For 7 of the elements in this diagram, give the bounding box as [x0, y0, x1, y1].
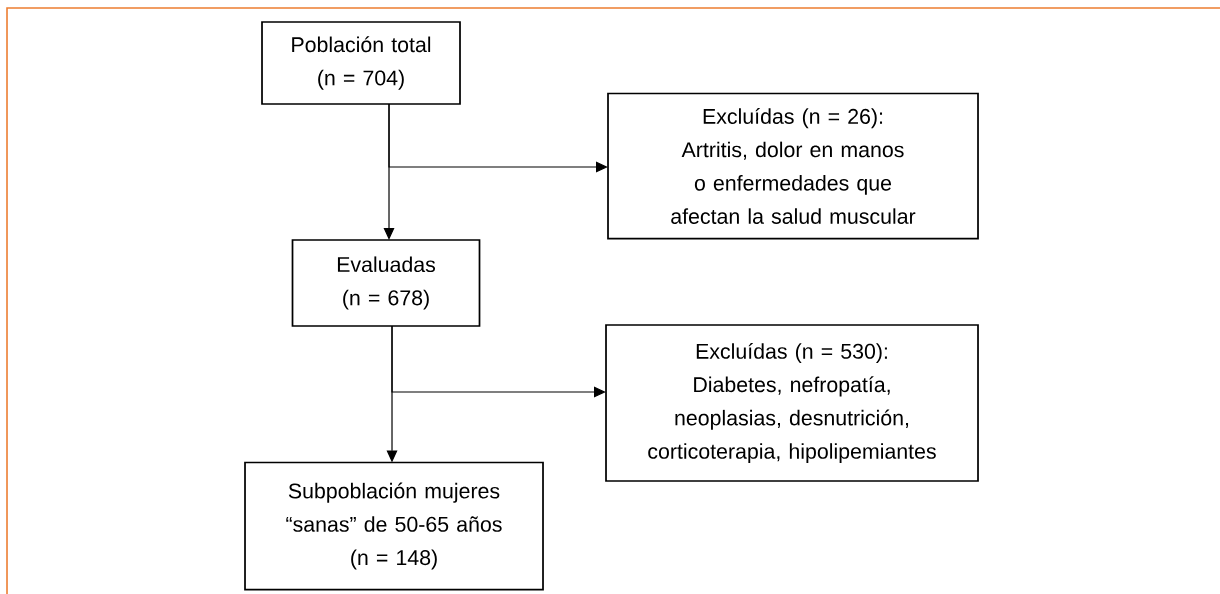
process-box: Excluídas (n = 530): Diabetes, nefropatía, neoplasias, desnutrición, corticoterapia, hipolipemiantes — [605, 324, 979, 482]
process-box: Evaluadas (n = 678) — [291, 239, 481, 327]
arrow — [388, 103, 608, 173]
process-box: Población total (n = 704) — [261, 21, 461, 105]
process-box: Subpoblación mujeres “sanas” de 50-65 años (n = 148) — [244, 461, 544, 591]
arrow — [391, 325, 606, 398]
process-box: Excluídas (n = 26): Artritis, dolor en manos o enfermedades que afectan la salud muscular — [607, 92, 979, 240]
